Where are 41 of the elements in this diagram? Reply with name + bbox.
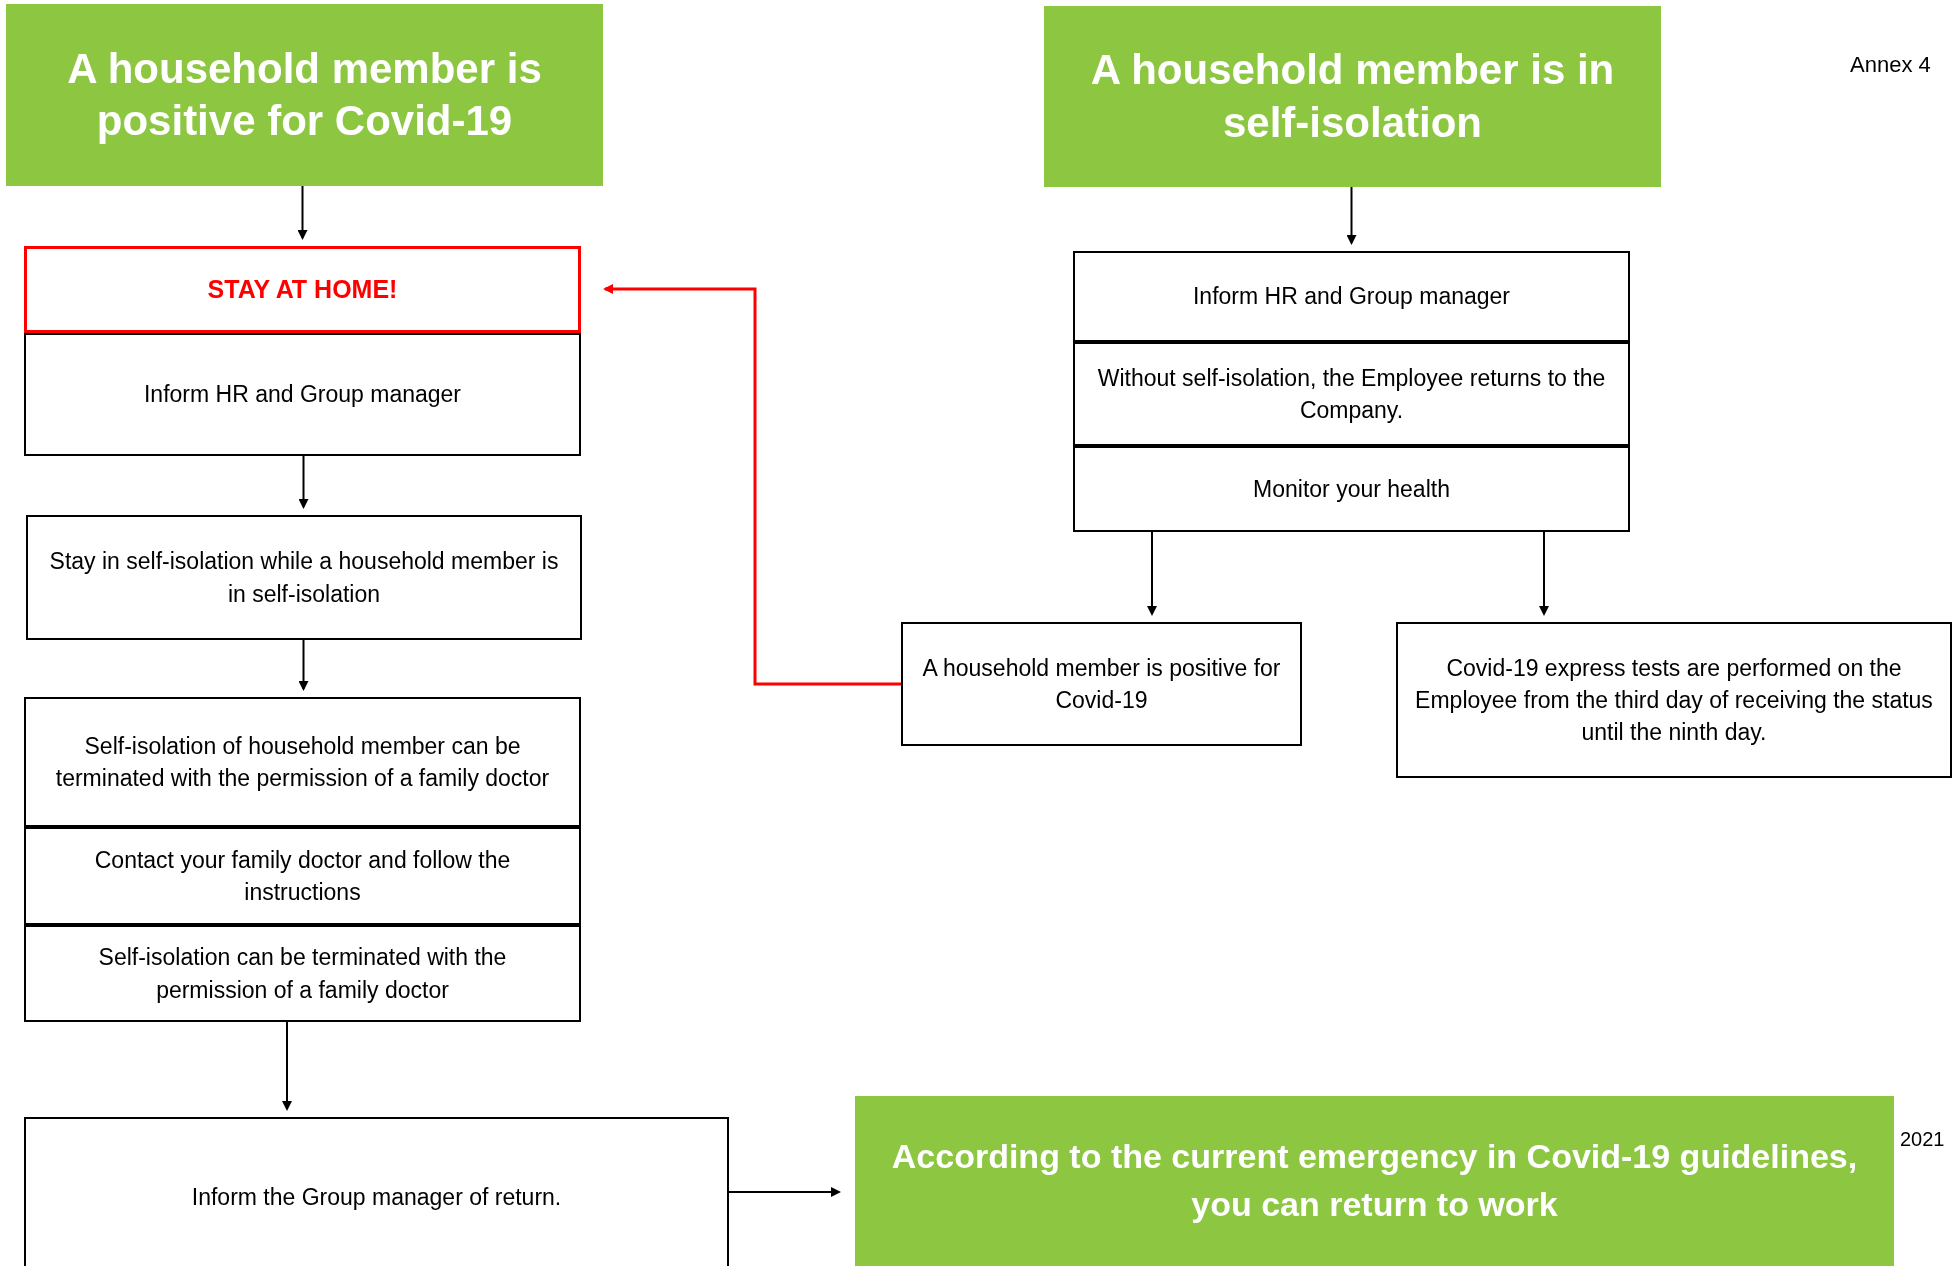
result-banner bbox=[855, 1096, 1894, 1266]
box-text: Without self-isolation, the Employee returns to the Company. bbox=[1096, 363, 1607, 425]
box-text: Stay in self-isolation while a household member is in self-isolation bbox=[48, 547, 560, 609]
box-text: A household member is positive for Covid-19 bbox=[66, 43, 543, 146]
box-text: Inform the Group manager of return. bbox=[191, 1182, 562, 1212]
process-box bbox=[24, 697, 581, 827]
arrow bbox=[603, 284, 901, 686]
box-text: STAY AT HOME! bbox=[207, 273, 398, 305]
annex-label: Annex 4 bbox=[1850, 51, 1931, 79]
year-label: 2021 bbox=[1900, 1127, 1945, 1152]
process-box bbox=[1073, 446, 1630, 532]
box-text: Monitor your health bbox=[1253, 474, 1450, 504]
box-text: Contact your family doctor and follow the instructions bbox=[93, 845, 512, 907]
box-text: A household member is positive for Covid-19 bbox=[921, 653, 1282, 715]
process-box bbox=[26, 515, 582, 640]
process-box bbox=[24, 1117, 729, 1266]
title-banner bbox=[1044, 6, 1661, 187]
process-box bbox=[24, 827, 581, 925]
box-text: Inform HR and Group manager bbox=[1192, 282, 1510, 312]
arrow bbox=[1147, 531, 1157, 616]
box-text: Self-isolation of household member can be terminated with the permission of a family doctor bbox=[54, 731, 551, 793]
arrow bbox=[298, 639, 309, 691]
box-text: A household member is in self-isolation bbox=[1089, 45, 1616, 148]
process-box bbox=[24, 925, 581, 1022]
title-banner bbox=[6, 4, 603, 186]
alert-box bbox=[24, 246, 581, 333]
process-box bbox=[1073, 251, 1630, 342]
process-box bbox=[1396, 622, 1952, 778]
arrow bbox=[297, 185, 308, 240]
arrow bbox=[282, 1021, 292, 1111]
box-text: According to the current emergency in Covid-19 guidelines, you can return to work bbox=[890, 1136, 1859, 1225]
box-text: Self-isolation can be terminated with the permission of a family doctor bbox=[97, 943, 508, 1005]
box-text: Covid-19 express tests are performed on the Employee from the third day of receiving the status until the ninth day. bbox=[1414, 653, 1934, 748]
process-box bbox=[901, 622, 1302, 746]
arrow bbox=[1346, 186, 1357, 245]
arrow bbox=[1539, 531, 1549, 616]
box-text: Inform HR and Group manager bbox=[143, 380, 461, 410]
process-box bbox=[1073, 342, 1630, 446]
process-box bbox=[24, 333, 581, 456]
arrow bbox=[728, 1187, 841, 1197]
arrow bbox=[298, 455, 309, 509]
